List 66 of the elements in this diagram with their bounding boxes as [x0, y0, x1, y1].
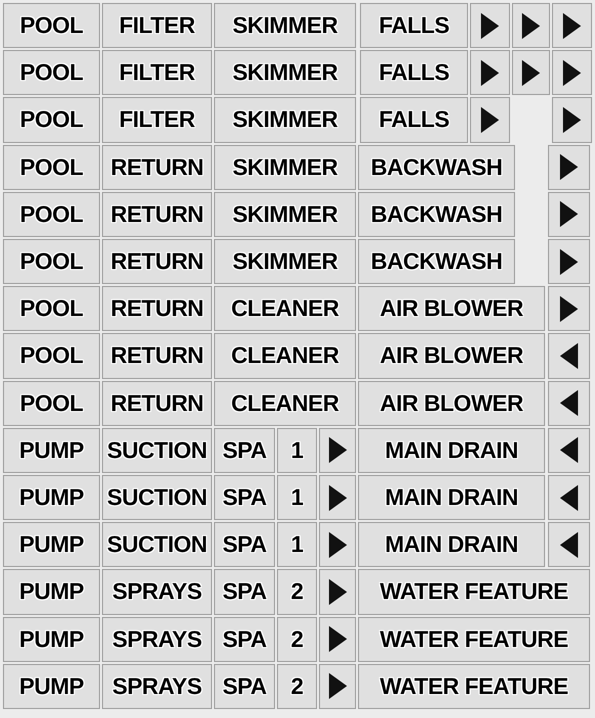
sticker-label: SKIMMER [232, 154, 338, 181]
sticker-label: BACKWASH [370, 248, 502, 276]
sticker-label: AIR BLOWER [380, 295, 524, 322]
sticker-label: POOL [20, 154, 84, 181]
sticker-label: 2 [290, 626, 304, 653]
sticker-label: CLEANER [231, 390, 339, 417]
sticker-label: RETURN [110, 200, 204, 228]
sticker-label: AIR BLOWER [380, 390, 524, 417]
sticker-label: SPRAYS [112, 578, 202, 606]
sticker-label: MAIN DRAIN [385, 484, 518, 512]
sticker-label: SPA [222, 484, 267, 512]
sticker-label: POOL [20, 106, 84, 134]
sticker-label: FILTER [119, 12, 195, 40]
sticker-label: PUMP [19, 578, 84, 606]
sticker-label: PUMP [19, 672, 84, 700]
sticker-label: SPA [222, 531, 267, 558]
sticker-label: POOL [20, 248, 84, 276]
sticker-label: PUMP [19, 626, 84, 653]
sticker-label: CLEANER [231, 295, 339, 322]
sticker-label: RETURN [110, 154, 204, 181]
sticker-label: SPA [222, 578, 267, 606]
sticker-label: FALLS [378, 106, 450, 134]
sticker-label: PUMP [19, 531, 84, 558]
sticker-label: SKIMMER [232, 106, 338, 134]
sticker-label: WATER FEATURE [380, 578, 568, 606]
sticker-label: SUCTION [107, 531, 207, 558]
sticker-label: SKIMMER [232, 248, 338, 276]
sticker-label: SPA [222, 436, 267, 464]
sticker-label: FILTER [119, 106, 195, 134]
sticker-label: SPRAYS [112, 626, 202, 653]
sticker-label: AIR BLOWER [380, 342, 524, 370]
sticker-label: PUMP [19, 484, 84, 512]
sticker-label: BACKWASH [370, 154, 502, 181]
sticker-label: CLEANER [231, 342, 339, 370]
sticker-label: POOL [20, 390, 84, 417]
sticker-label: POOL [20, 342, 84, 370]
sticker-label: SUCTION [107, 484, 207, 512]
sticker-label: SKIMMER [232, 12, 338, 40]
sticker-label: RETURN [110, 342, 204, 370]
sticker-label: RETURN [110, 295, 204, 322]
sticker-label: SPRAYS [112, 672, 202, 700]
sticker-label: 1 [290, 531, 304, 558]
sticker-label: POOL [20, 59, 84, 86]
sticker-label: 1 [290, 484, 304, 512]
sticker-label: RETURN [110, 248, 204, 276]
sticker-label: FALLS [378, 12, 450, 40]
sticker-label: MAIN DRAIN [385, 531, 518, 558]
sticker-label: SKIMMER [232, 200, 338, 228]
sticker-label: POOL [20, 200, 84, 228]
sticker-label: PUMP [19, 436, 84, 464]
sticker-label: SUCTION [107, 436, 207, 464]
sticker-label: WATER FEATURE [380, 626, 568, 653]
sticker-label: POOL [20, 12, 84, 40]
sticker-label: FILTER [119, 59, 195, 86]
sticker-label: POOL [20, 295, 84, 322]
sticker-label: SPA [222, 672, 267, 700]
sticker-label: RETURN [110, 390, 204, 417]
sticker-label: SPA [222, 626, 267, 653]
sticker-label: 2 [290, 672, 304, 700]
sticker-label: MAIN DRAIN [385, 436, 518, 464]
sticker-label: BACKWASH [370, 200, 502, 228]
sticker-label: 2 [290, 578, 304, 606]
sticker-label: FALLS [378, 59, 450, 86]
sticker-label: SKIMMER [232, 59, 338, 86]
sticker-label: 1 [290, 436, 304, 464]
sticker-label: WATER FEATURE [380, 672, 568, 700]
